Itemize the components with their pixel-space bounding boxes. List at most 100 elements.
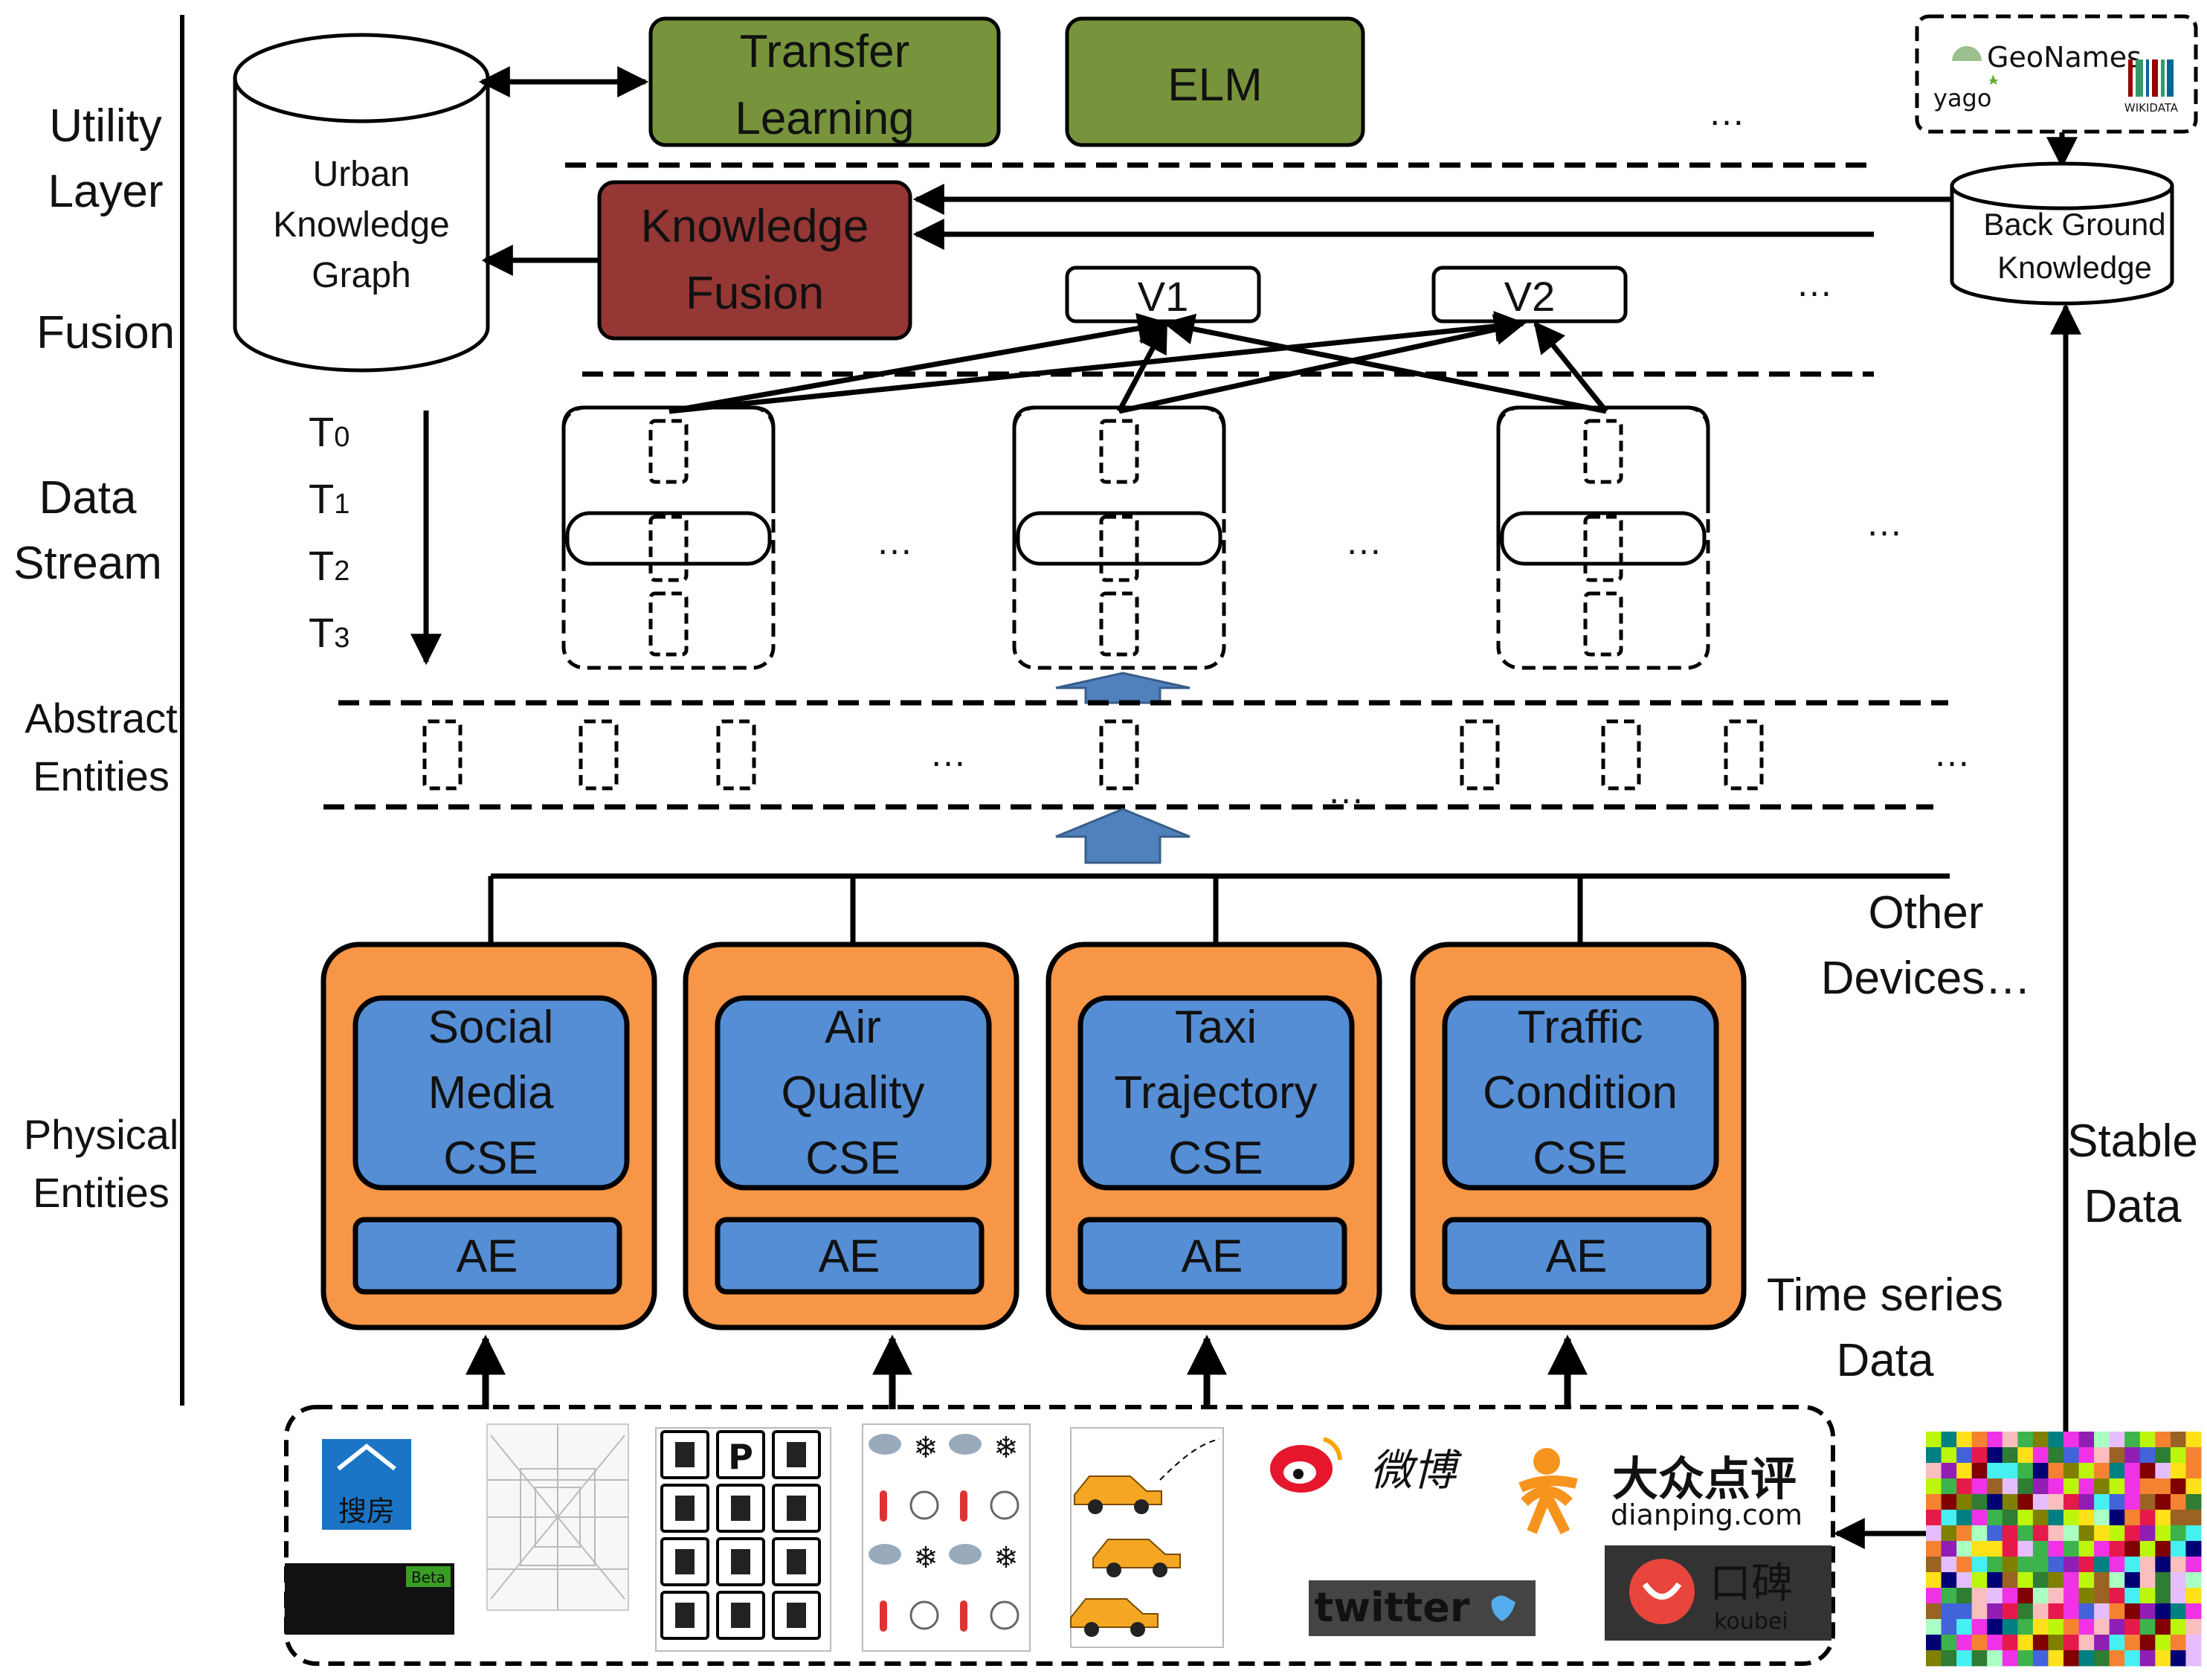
stream-ellipsis-2: … <box>1345 521 1382 562</box>
dianping-logo: 大众点评 dianping.com <box>1518 1448 1802 1535</box>
svg-text:yago: yago <box>1933 84 1991 112</box>
snow-icon: ❄ <box>993 1541 1019 1575</box>
elm-label: ELM <box>1167 59 1262 111</box>
transfer-learning-box <box>648 16 1001 147</box>
ae-label: AE <box>1546 1231 1608 1282</box>
yago-logo: yago <box>1933 74 1999 112</box>
svg-text:koubei: koubei <box>1714 1609 1788 1635</box>
abstract-entity-5 <box>1460 719 1500 791</box>
physical-up-arrow <box>1055 808 1191 864</box>
wind-icon <box>909 1600 939 1630</box>
window-to-view-arrows <box>668 310 1608 414</box>
svg-text:PM25.in: PM25.in <box>281 1587 451 1630</box>
snow-icon: ❄ <box>913 1541 938 1575</box>
background-sources-box <box>1915 14 2198 134</box>
taxi-icon <box>1070 1598 1159 1637</box>
v1-label: V1 <box>1138 273 1189 320</box>
v2-box <box>1431 265 1628 324</box>
svg-text:dianping.com: dianping.com <box>1611 1499 1802 1531</box>
ae-label: AE <box>819 1231 880 1282</box>
road-map-thumbnail <box>486 1423 629 1611</box>
urban-knowledge-graph-cylinder <box>233 33 490 373</box>
geonames-logo: GeoNames <box>1952 41 2142 74</box>
thermometer-icon <box>960 1490 967 1522</box>
stream-ellipsis-1: … <box>876 521 913 562</box>
taxi-icon <box>1074 1475 1162 1514</box>
abstract-entity-4 <box>1099 719 1139 791</box>
poi-icons-grid: P <box>655 1427 831 1652</box>
abstract-entity-7 <box>1724 719 1764 791</box>
svg-text:Beta: Beta <box>411 1568 445 1586</box>
wind-icon <box>909 1490 939 1520</box>
wind-icon <box>990 1600 1019 1630</box>
twitter-logo: twitter <box>1309 1580 1536 1636</box>
stream-window-2 <box>1012 405 1226 670</box>
svg-text:搜房: 搜房 <box>338 1495 395 1528</box>
svg-text:大众点评: 大众点评 <box>1612 1452 1797 1506</box>
thermometer-icon <box>960 1600 967 1632</box>
fusion-layer-label: Fusion <box>36 307 175 358</box>
stream-window-1 <box>561 405 776 670</box>
time-label-0: T0 <box>309 408 349 455</box>
cloud-icon <box>949 1434 982 1455</box>
svg-text:WIKIDATA: WIKIDATA <box>2124 101 2179 115</box>
soufang-logo: 搜房 <box>322 1439 411 1530</box>
weibo-logo: 微博 <box>1270 1437 1463 1496</box>
snow-icon: ❄ <box>913 1431 938 1465</box>
svg-text:口碑: 口碑 <box>1710 1560 1793 1608</box>
abstract-entity-3 <box>716 719 756 791</box>
abstract-entity-6 <box>1601 719 1641 791</box>
v2-label: V2 <box>1504 273 1556 320</box>
abstract-ellipsis-1: … <box>929 733 967 774</box>
wind-icon <box>990 1490 1019 1520</box>
svg-text:微博: 微博 <box>1370 1445 1463 1496</box>
source-up-arrows <box>465 1334 1588 1409</box>
parking-icon: P <box>728 1437 753 1477</box>
thermometer-icon <box>880 1490 887 1522</box>
koubei-logo: 口碑 koubei <box>1605 1545 1831 1641</box>
cloud-icon <box>869 1544 901 1565</box>
time-label-3: T3 <box>309 609 349 656</box>
cloud-icon <box>949 1544 982 1565</box>
abstract-entity-1 <box>422 719 463 791</box>
ae-label: AE <box>457 1231 518 1282</box>
elm-box <box>1065 16 1365 147</box>
taxi-icon <box>1092 1539 1181 1577</box>
snow-icon: ❄ <box>993 1431 1019 1465</box>
stream-window-3 <box>1496 405 1710 670</box>
svg-text:GeoNames: GeoNames <box>1987 41 2142 74</box>
fusion-ellipsis: … <box>1796 263 1833 304</box>
svg-text:twitter: twitter <box>1314 1584 1469 1631</box>
time-label-1: T1 <box>309 475 349 522</box>
cloud-icon <box>869 1434 901 1455</box>
taxi-trajectory-image <box>1070 1427 1224 1648</box>
abstract-entity-2 <box>579 719 619 791</box>
ae-label: AE <box>1182 1231 1243 1282</box>
time-label-2: T2 <box>309 542 349 589</box>
region-map-thumbnail <box>1926 1432 2202 1667</box>
weather-icons-grid: ❄ ❄ ❄ ❄ <box>862 1423 1031 1652</box>
wikidata-logo: WIKIDATA <box>2124 59 2179 115</box>
utility-ellipsis: … <box>1708 91 1745 133</box>
abstract-ellipsis-3: … <box>1933 733 1971 774</box>
poi-icon <box>716 1430 765 1479</box>
